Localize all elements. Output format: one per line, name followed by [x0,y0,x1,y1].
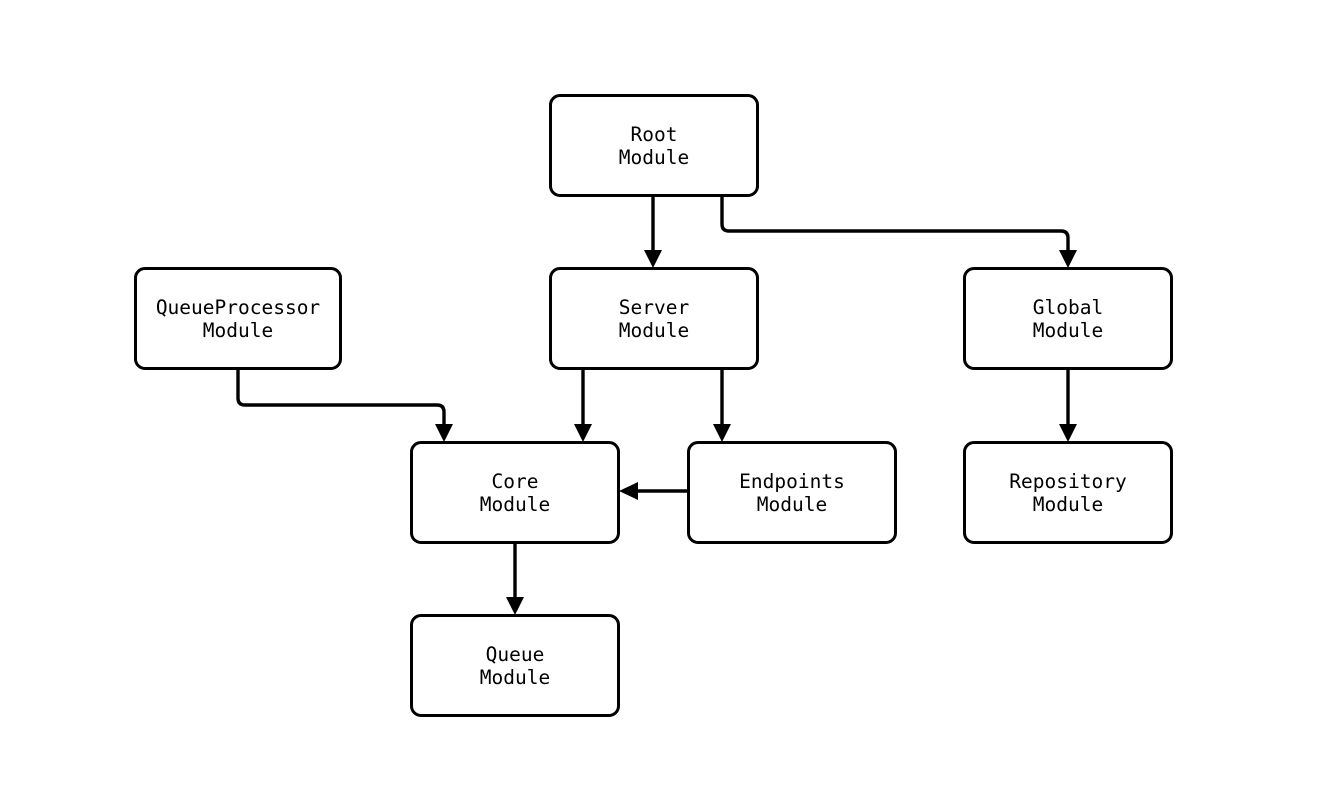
node-core[interactable]: Core Module [410,441,620,544]
edge-server-endpoints-arrowhead [713,424,731,442]
edge-global-repository-arrowhead [1059,424,1077,442]
node-core-label: Core Module [479,469,551,516]
edge-root-server [644,197,662,268]
edge-endpoints-core-arrowhead [619,482,638,500]
node-queueprocessor-label: QueueProcessor Module [155,295,321,342]
edge-queueprocessor-core-path [236,370,446,427]
edge-queueprocessor-core [236,370,453,442]
edge-root-global-arrowhead [1059,250,1077,268]
node-root[interactable]: Root Module [549,94,759,197]
edge-root-server-arrowhead [644,250,662,268]
node-global-label: Global Module [1032,295,1104,342]
node-server-label: Server Module [618,295,690,342]
node-endpoints-label: Endpoints Module [739,469,845,516]
edge-queueprocessor-core-arrowhead [435,424,453,442]
edge-server-core [574,370,592,442]
node-server[interactable]: Server Module [549,267,759,370]
node-root-label: Root Module [618,122,690,169]
node-repository-label: Repository Module [1009,469,1127,516]
edge-core-queue-arrowhead [506,597,524,615]
edge-server-endpoints [713,370,731,442]
edge-core-queue [506,544,524,615]
edge-global-repository [1059,370,1077,442]
node-endpoints[interactable]: Endpoints Module [687,441,897,544]
edge-endpoints-core [619,482,687,500]
node-queue-label: Queue Module [479,642,551,689]
node-queue[interactable]: Queue Module [410,614,620,717]
node-global[interactable]: Global Module [963,267,1173,370]
edge-server-core-arrowhead [574,424,592,442]
edge-root-global-path [720,197,1070,253]
node-queueprocessor[interactable]: QueueProcessor Module [134,267,342,370]
edge-root-global [720,197,1077,268]
node-repository[interactable]: Repository Module [963,441,1173,544]
